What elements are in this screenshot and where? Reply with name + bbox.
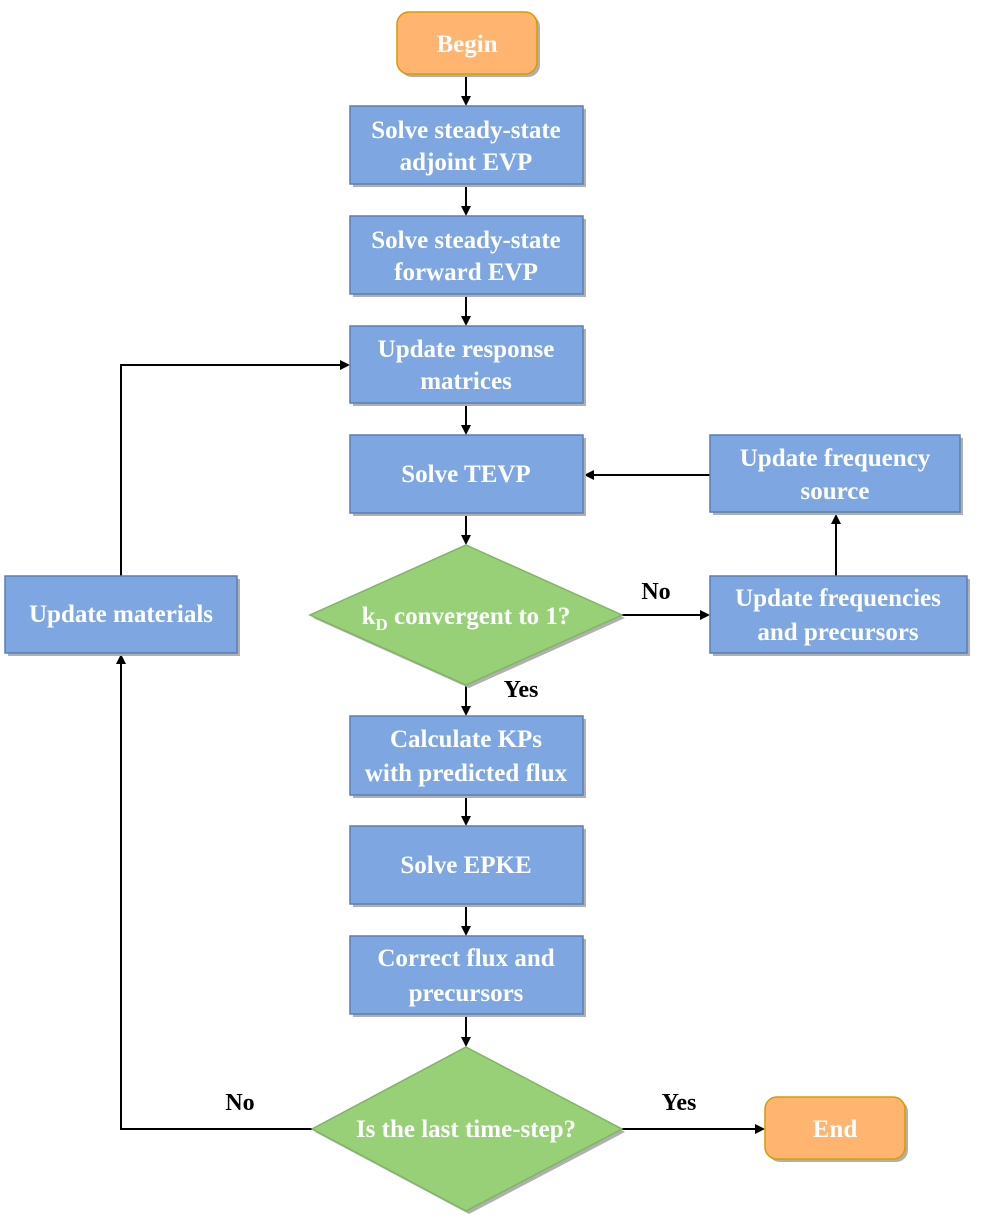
node-shape bbox=[764, 1096, 906, 1160]
arrowhead bbox=[461, 425, 471, 435]
node-shape bbox=[349, 215, 584, 295]
response-matrices-line1: Update response bbox=[378, 336, 555, 363]
node-shape bbox=[396, 11, 538, 75]
edge-labels: No Yes No Yes bbox=[225, 579, 696, 1116]
begin-node: Begin bbox=[396, 11, 540, 77]
arrowhead bbox=[340, 360, 350, 370]
node-shape bbox=[308, 544, 624, 686]
end-label: End bbox=[813, 1116, 858, 1143]
freq-source-line1: Update frequency bbox=[740, 445, 931, 472]
freq-source-line2: source bbox=[801, 478, 870, 505]
kd-subscript: D bbox=[376, 615, 388, 634]
last-step-decision-node: Is the last time-step? bbox=[310, 1046, 625, 1214]
correct-flux-line1: Correct flux and bbox=[377, 945, 554, 972]
adjoint-evp-node: Solve steady-state adjoint EVP bbox=[349, 105, 586, 187]
correct-flux-line2: precursors bbox=[409, 980, 524, 1007]
node-shape bbox=[349, 325, 584, 404]
kd-yes-label: Yes bbox=[504, 677, 539, 703]
kd-symbol: k bbox=[362, 603, 376, 630]
arrowhead bbox=[461, 316, 471, 326]
adjoint-evp-line1: Solve steady-state bbox=[371, 117, 561, 144]
arrowhead bbox=[461, 1037, 471, 1047]
correct-flux-node: Correct flux and precursors bbox=[349, 935, 586, 1017]
arrowhead bbox=[116, 654, 126, 664]
solve-epke-node: Solve EPKE bbox=[349, 825, 586, 907]
arrowhead bbox=[461, 206, 471, 216]
arrowhead bbox=[755, 1124, 765, 1134]
kd-decision-node: kD convergent to 1? bbox=[308, 544, 625, 688]
node-shape bbox=[349, 105, 584, 185]
arrowhead bbox=[461, 96, 471, 106]
solve-epke-label: Solve EPKE bbox=[400, 852, 531, 879]
node-shape bbox=[349, 715, 584, 796]
arrowhead bbox=[461, 535, 471, 545]
forward-evp-node: Solve steady-state forward EVP bbox=[349, 215, 586, 297]
arrowhead bbox=[831, 514, 841, 524]
calc-kps-line2: with predicted flux bbox=[365, 760, 568, 787]
forward-evp-line2: forward EVP bbox=[394, 259, 538, 286]
node-shape bbox=[349, 825, 584, 905]
node-shape bbox=[709, 434, 961, 513]
update-materials-node: Update materials bbox=[4, 575, 240, 656]
node-shape bbox=[4, 575, 238, 654]
last-step-label: Is the last time-step? bbox=[356, 1116, 576, 1143]
kd-rest: convergent to 1? bbox=[388, 603, 571, 630]
kd-decision-label: kD convergent to 1? bbox=[362, 603, 571, 634]
calc-kps-node: Calculate KPs with predicted flux bbox=[349, 715, 586, 798]
end-node: End bbox=[764, 1096, 908, 1162]
arrowhead bbox=[461, 926, 471, 936]
calc-kps-line1: Calculate KPs bbox=[390, 726, 542, 753]
update-materials-label: Update materials bbox=[29, 601, 213, 628]
solve-tevp-node: Solve TEVP bbox=[349, 434, 586, 516]
node-shape bbox=[349, 434, 584, 514]
node-shape bbox=[709, 575, 968, 654]
last-yes-label: Yes bbox=[662, 1090, 697, 1116]
response-matrices-node: Update response matrices bbox=[349, 325, 586, 406]
arrowhead bbox=[461, 816, 471, 826]
edges bbox=[116, 75, 841, 1134]
adjoint-evp-line2: adjoint EVP bbox=[400, 149, 533, 176]
arrowhead bbox=[584, 470, 594, 480]
response-matrices-line2: matrices bbox=[420, 368, 512, 395]
forward-evp-line1: Solve steady-state bbox=[371, 227, 561, 254]
edge-last-to-update-materials bbox=[120, 664, 312, 1130]
kd-no-label: No bbox=[641, 579, 670, 605]
solve-tevp-label: Solve TEVP bbox=[401, 461, 530, 488]
update-freqs-line1: Update frequencies bbox=[735, 585, 941, 612]
update-freqs-node: Update frequencies and precursors bbox=[709, 575, 970, 656]
last-no-label: No bbox=[225, 1090, 254, 1116]
update-freqs-line2: and precursors bbox=[757, 619, 919, 646]
node-shape bbox=[349, 935, 584, 1015]
freq-source-node: Update frequency source bbox=[709, 434, 963, 515]
node-shape bbox=[310, 1046, 624, 1212]
edge-update-materials-to-response bbox=[120, 364, 340, 576]
arrowhead bbox=[700, 610, 710, 620]
arrowhead bbox=[461, 706, 471, 716]
begin-label: Begin bbox=[436, 31, 497, 58]
